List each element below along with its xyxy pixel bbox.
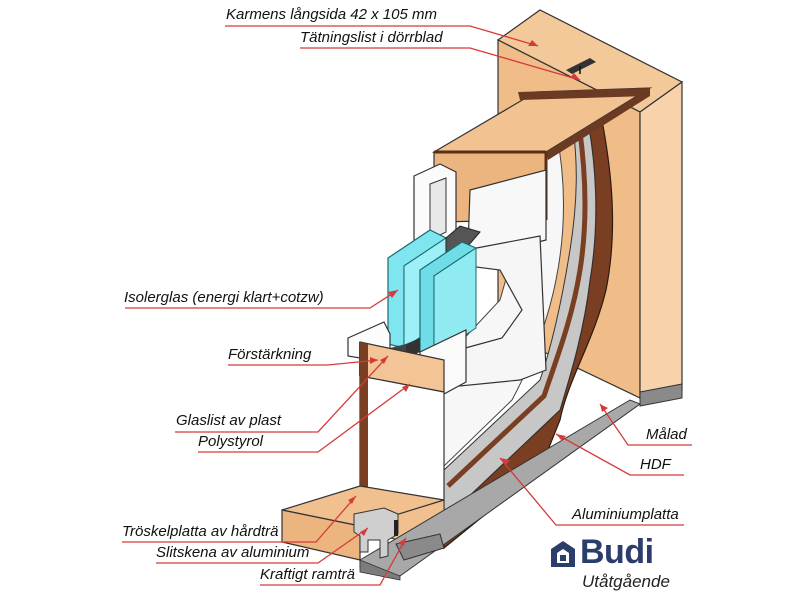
label-troskel: Tröskelplatta av hårdträ bbox=[122, 523, 279, 540]
budi-house-icon bbox=[551, 541, 575, 567]
logo-wordmark: Budi bbox=[580, 533, 654, 571]
leader-isolerglas bbox=[125, 289, 399, 309]
leader-aluminiumplatta bbox=[499, 457, 684, 526]
label-slitskena: Slitskena av aluminium bbox=[156, 544, 310, 561]
leader-slitskena bbox=[156, 527, 369, 564]
leader-lines bbox=[122, 25, 692, 586]
label-malad: Målad bbox=[646, 426, 687, 443]
leader-ramtra bbox=[260, 537, 407, 586]
leader-troskel bbox=[122, 495, 357, 543]
label-forstarkning: Förstärkning bbox=[228, 346, 312, 363]
label-aluminiumplatta: Aluminiumplatta bbox=[572, 506, 679, 523]
budi-logo: Budi Utåtgående bbox=[548, 533, 688, 595]
label-tatning: Tätningslist i dörrblad bbox=[300, 29, 443, 46]
threshold-plate bbox=[281, 399, 642, 581]
insulating-glass bbox=[387, 225, 481, 358]
label-glaslist: Glaslist av plast bbox=[176, 412, 282, 429]
logo-subtitle: Utåtgående bbox=[582, 572, 670, 591]
label-ramtra: Kraftigt ramträ bbox=[260, 566, 356, 583]
label-hdf: HDF bbox=[640, 456, 671, 473]
label-polystyrol: Polystyrol bbox=[198, 433, 264, 450]
label-isolerglas: Isolerglas (energi klart+cotzw) bbox=[124, 289, 324, 306]
leader-forstarkning bbox=[228, 359, 379, 366]
leader-hdf bbox=[555, 433, 684, 476]
leader-malad bbox=[599, 403, 692, 446]
leader-polystyrol bbox=[198, 383, 411, 453]
leader-arrowheads bbox=[348, 40, 608, 546]
leader-glaslist bbox=[175, 355, 389, 433]
label-karm: Karmens långsida 42 x 105 mm bbox=[226, 6, 437, 23]
leader-tatning bbox=[300, 47, 581, 81]
upper-glazing-bead bbox=[413, 163, 547, 387]
leader-karm bbox=[225, 25, 539, 47]
